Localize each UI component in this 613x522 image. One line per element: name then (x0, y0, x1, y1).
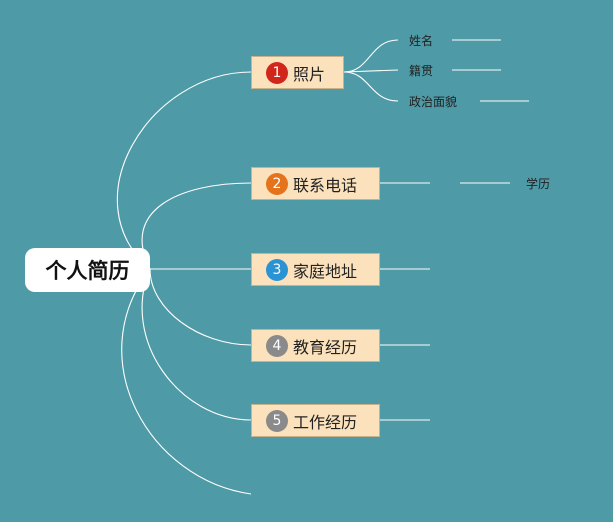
leaf-name[interactable]: 姓名 (409, 34, 434, 48)
branch-node-photo[interactable]: 1 照片 (251, 56, 344, 89)
badge-3-icon: 3 (266, 258, 288, 281)
connector-root-work (141, 268, 252, 421)
root-label: 个人简历 (45, 259, 130, 283)
branch-label-contact: 联系电话 (293, 175, 358, 195)
leaf-politics[interactable]: 政治面貌 (409, 95, 458, 109)
branch-node-contact[interactable]: 2 联系电话 (251, 167, 380, 200)
badge-1-icon: 1 (266, 61, 288, 84)
connector-photo-politics (343, 71, 399, 102)
leaf-origin[interactable]: 籍贯 (409, 64, 434, 78)
branch-node-education[interactable]: 4 教育经历 (251, 329, 380, 362)
connector-root-extra (121, 268, 252, 495)
connector-root-education (149, 268, 252, 346)
connector-root-photo (116, 71, 252, 270)
branch-label-photo: 照片 (293, 64, 326, 84)
leaf-education-level[interactable]: 学历 (526, 177, 551, 191)
badge-2-icon: 2 (266, 172, 288, 195)
root-node[interactable]: 个人简历 (25, 248, 150, 292)
connector-root-contact (141, 182, 252, 270)
branch-label-education: 教育经历 (293, 337, 358, 357)
connector-photo-origin (343, 69, 399, 73)
connector-photo-name (343, 39, 399, 73)
badge-5-icon: 5 (266, 409, 288, 432)
branch-label-work: 工作经历 (293, 412, 358, 432)
branch-node-address[interactable]: 3 家庭地址 (251, 253, 380, 286)
branch-node-work[interactable]: 5 工作经历 (251, 404, 380, 437)
badge-4-icon: 4 (266, 334, 288, 357)
branch-label-address: 家庭地址 (293, 261, 358, 281)
